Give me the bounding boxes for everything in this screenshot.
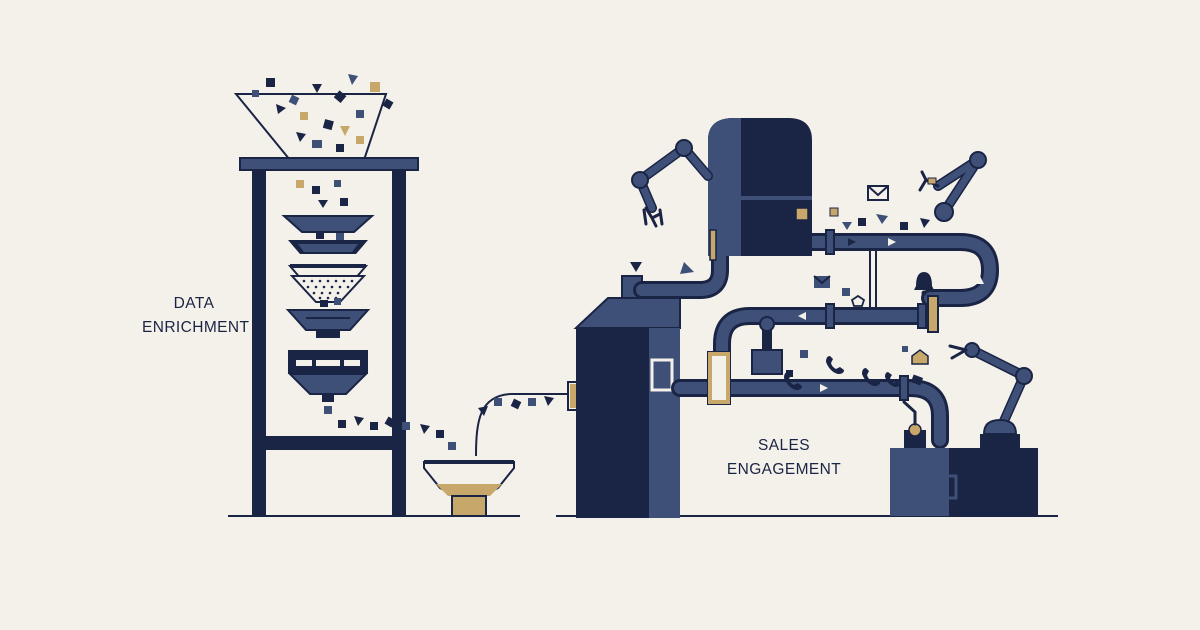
output-machine — [890, 400, 1038, 516]
phone-icon — [885, 372, 900, 387]
tower-leg-right — [392, 170, 406, 516]
envelope-icon — [813, 275, 831, 288]
enrichment-tower — [233, 74, 419, 516]
tower-leg-left — [252, 170, 266, 516]
pentagon-tag-icon — [911, 349, 929, 365]
data-enrichment-label: DATA ENRICHMENT — [142, 295, 250, 337]
collection-bowl — [423, 460, 515, 517]
pentagon-tag-icon — [850, 294, 866, 307]
input-hopper — [233, 93, 388, 161]
upper-processing-tower — [708, 118, 812, 261]
bell-icon — [914, 272, 934, 296]
robot-arm-icon — [918, 151, 987, 222]
sales-engagement-label: SALES ENGAGEMENT — [726, 437, 842, 479]
raw-data-particles — [252, 74, 394, 152]
phone-icon — [862, 368, 880, 386]
filter-stage-4 — [285, 309, 371, 331]
phone-icon — [784, 372, 802, 390]
tower-top-bar — [239, 157, 419, 171]
phone-icon — [826, 356, 844, 374]
tower-cross-beam — [252, 436, 406, 450]
processing-machine — [567, 275, 681, 518]
filter-stage-1 — [281, 215, 375, 233]
pipe-network — [633, 229, 999, 449]
feed-wire — [475, 393, 572, 457]
robot-arm-icon — [631, 139, 713, 228]
envelope-icon — [867, 185, 889, 201]
robot-arm-icon — [948, 342, 1033, 448]
flow-particles-2 — [786, 207, 948, 377]
